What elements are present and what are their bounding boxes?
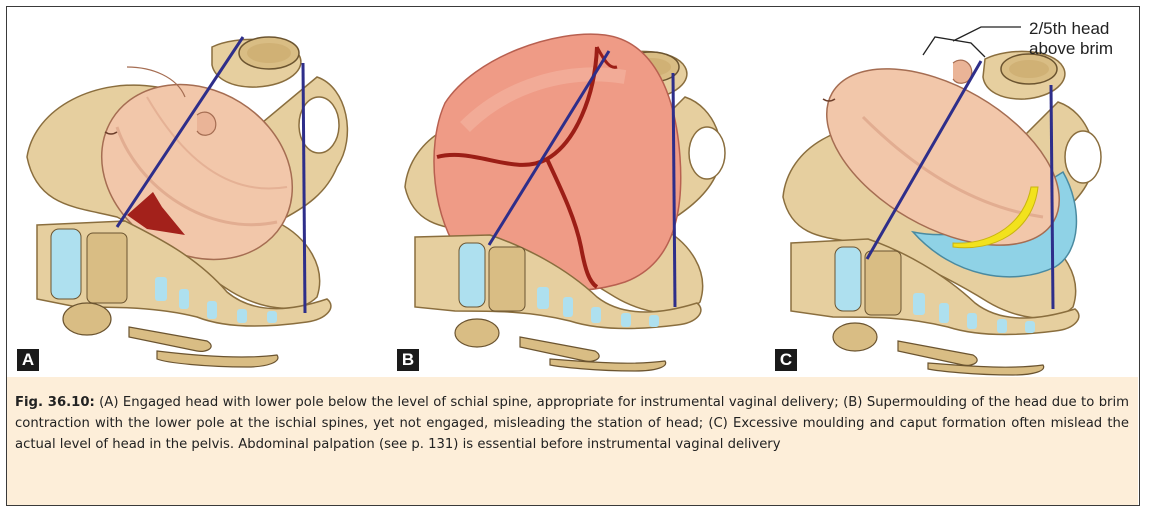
bone-fragment (455, 319, 499, 347)
vertebral-disc (459, 243, 485, 307)
figure-caption: Fig. 36.10: (A) Engaged head with lower … (15, 392, 1129, 455)
panel-a-illustration (7, 7, 385, 377)
vertebral-disc (835, 247, 861, 311)
caption-band: Fig. 36.10: (A) Engaged head with lower … (7, 377, 1138, 505)
panel-label-c: C (775, 349, 797, 371)
panel-b: B (385, 7, 763, 377)
panel-label-b: B (397, 349, 419, 371)
vertical-reference-line (673, 73, 675, 307)
panel-b-illustration (385, 7, 763, 377)
vertebral-disc (51, 229, 81, 299)
panel-c-illustration (763, 7, 1139, 377)
figure-panels: A (7, 7, 1139, 377)
panel-c: 2/5th head above brim C (763, 7, 1139, 377)
panel-a: A (7, 7, 385, 377)
caption-text: (A) Engaged head with lower pole below t… (15, 395, 1129, 452)
annotation-line-1: 2/5th head (1029, 19, 1109, 39)
figure-frame: A (6, 6, 1140, 506)
panel-label-a: A (17, 349, 39, 371)
bone-fragment (63, 303, 111, 335)
vertical-reference-line (303, 63, 305, 313)
obturator-arch (689, 127, 725, 179)
figure-number: Fig. 36.10: (15, 395, 95, 410)
obturator-arch (1065, 131, 1101, 183)
vertical-reference-line (1051, 85, 1053, 309)
annotation-line-2: above brim (1029, 39, 1113, 59)
bone-fragment (833, 323, 877, 351)
